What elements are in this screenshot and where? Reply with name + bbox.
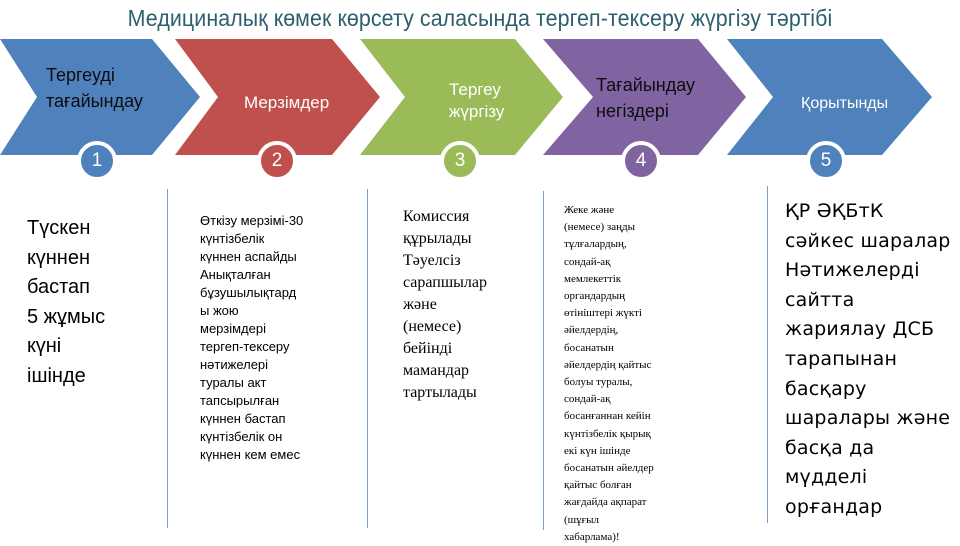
step-4-label: Тағайындау негіздері [596, 75, 696, 121]
step-3-description: Комиссия құрылады Тәуелсіз сарапшылар жә… [403, 208, 488, 401]
step-5-label: Қорытынды [801, 95, 889, 112]
step-1-number-badge: 1 [77, 141, 117, 181]
chevron-step-3 [360, 39, 563, 155]
step-2-label: Мерзімдер [244, 93, 330, 112]
column-divider [543, 191, 544, 530]
step-5-description: ҚР ӘҚБтК сәйкес шаралар Нәтижелерді сайт… [785, 200, 951, 518]
column-divider [767, 186, 768, 523]
page-title: Медициналық көмек көрсету саласында терг… [127, 5, 833, 31]
step-1-label: Тергеуді тағайындау [46, 65, 143, 111]
step-5-number-badge: 5 [806, 141, 846, 181]
step-2-number-badge: 2 [257, 141, 297, 181]
process-chevrons [0, 39, 932, 155]
column-divider [167, 189, 168, 528]
chevron-step-5 [727, 39, 932, 155]
chevron-step-1 [0, 39, 200, 155]
step-2-description: Өткізу мерзімі-30 күнтізбелік күннен асп… [200, 213, 304, 462]
column-divider [367, 189, 368, 528]
step-3-number-badge: 3 [440, 141, 480, 181]
step-4-description: Жеке және (немесе) заңды тұлғалардың, со… [564, 204, 654, 543]
chevron-step-4 [543, 39, 746, 155]
step-4-number-badge: 4 [621, 141, 661, 181]
chevron-step-2 [175, 39, 380, 155]
step-1-description: Түскен күннен бастап 5 жұмыс күні ішінде [27, 217, 106, 387]
step-3-label: Тергеу жүргізу [449, 80, 505, 121]
